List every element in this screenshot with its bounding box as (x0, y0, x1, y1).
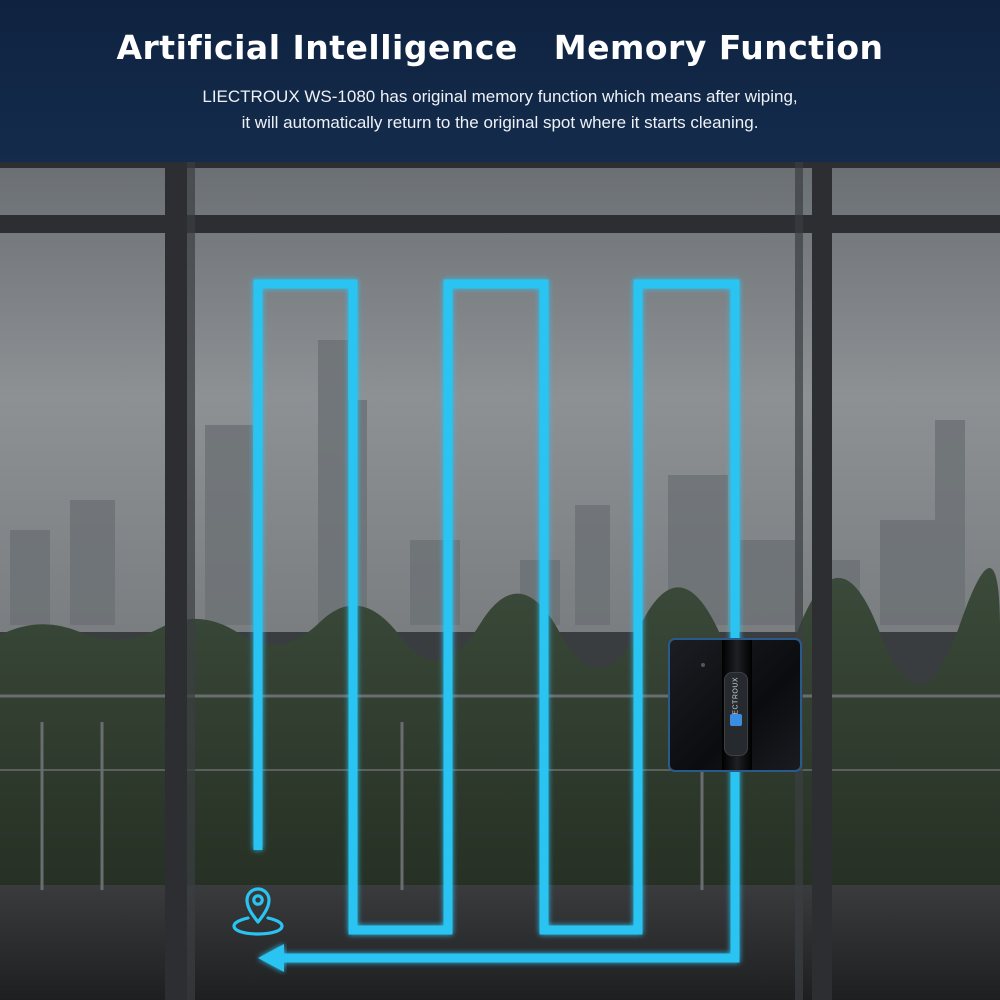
robot-led (701, 663, 705, 667)
robot-display (730, 714, 742, 726)
location-pin-icon (232, 887, 284, 936)
subtitle-line-2: it will automatically return to the orig… (241, 113, 759, 132)
header-banner: Artificial Intelligence Memory Function … (0, 0, 1000, 162)
window-cleaning-robot: LIECTROUX (668, 638, 802, 772)
return-arrow-icon (258, 944, 284, 972)
floor (0, 885, 1000, 1000)
window-background (0, 162, 1000, 1000)
subtitle-line-1: LIECTROUX WS-1080 has original memory fu… (202, 87, 798, 106)
page-title: Artificial Intelligence Memory Function (116, 28, 884, 67)
tree-line (0, 567, 1000, 890)
window-frame (0, 162, 1000, 1000)
cleaning-path (253, 279, 740, 963)
window-scene (0, 162, 1000, 1000)
